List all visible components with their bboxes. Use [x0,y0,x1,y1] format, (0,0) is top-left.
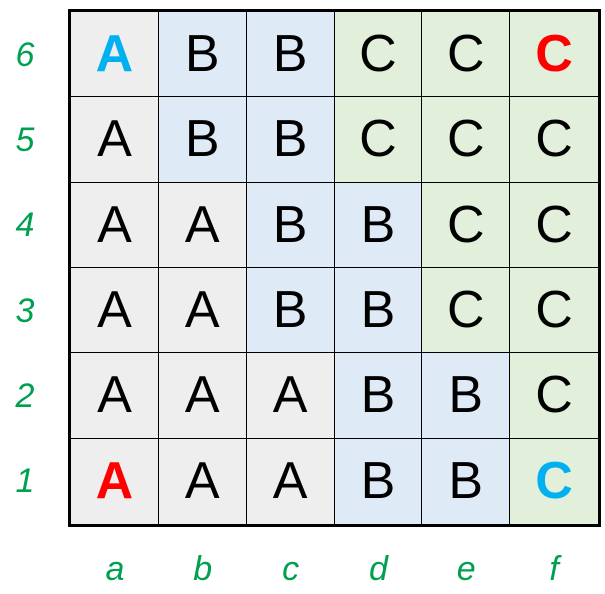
file-label-c: c [282,550,300,588]
cell-f5: C [510,97,598,183]
cell-c3: B [246,268,335,354]
cell-b3: A [158,268,247,354]
cell-e1: B [422,438,511,524]
rank-label-6: 6 [15,35,35,74]
file-label-e: e [456,550,476,588]
rank-label-5: 5 [15,121,35,159]
file-label-d: d [368,550,388,588]
cell-e6: C [422,12,511,98]
cell-a6: A [71,12,159,98]
cell-c5: B [246,97,335,183]
cell-b5: B [158,97,247,183]
cell-a4: A [71,182,159,268]
cell-a1: A [71,438,159,524]
cell-b4: A [158,182,247,268]
cell-f1: C [510,438,598,524]
rank-label-4: 4 [15,206,35,245]
cell-f6: C [510,12,598,98]
cell-d1: B [334,438,423,524]
cell-e2: B [422,353,511,439]
rank-label-3: 3 [15,291,35,330]
cell-d2: B [334,353,423,439]
cell-c4: B [246,182,335,268]
file-label-a: a [105,550,125,588]
cell-c1: A [246,438,335,524]
cell-b1: A [158,438,247,524]
cell-a3: A [71,268,159,354]
cell-d4: B [334,182,423,268]
cell-b2: A [158,353,247,439]
cell-f2: C [510,353,598,439]
file-label-b: b [193,550,213,588]
cell-d5: C [334,97,423,183]
cell-d6: C [334,12,423,98]
rank-label-2: 2 [15,377,35,415]
cell-a5: A [71,97,159,183]
cell-f4: C [510,182,598,268]
cell-f3: C [510,268,598,354]
cell-a2: A [71,353,159,439]
cell-c6: B [246,12,335,98]
cell-c2: A [246,353,335,439]
cell-b6: B [158,12,247,98]
file-label-f: f [549,550,559,588]
cell-e3: C [422,268,511,354]
cell-e5: C [422,97,511,183]
cell-e4: C [422,182,511,268]
cell-d3: B [334,268,423,354]
rank-label-1: 1 [15,462,35,501]
